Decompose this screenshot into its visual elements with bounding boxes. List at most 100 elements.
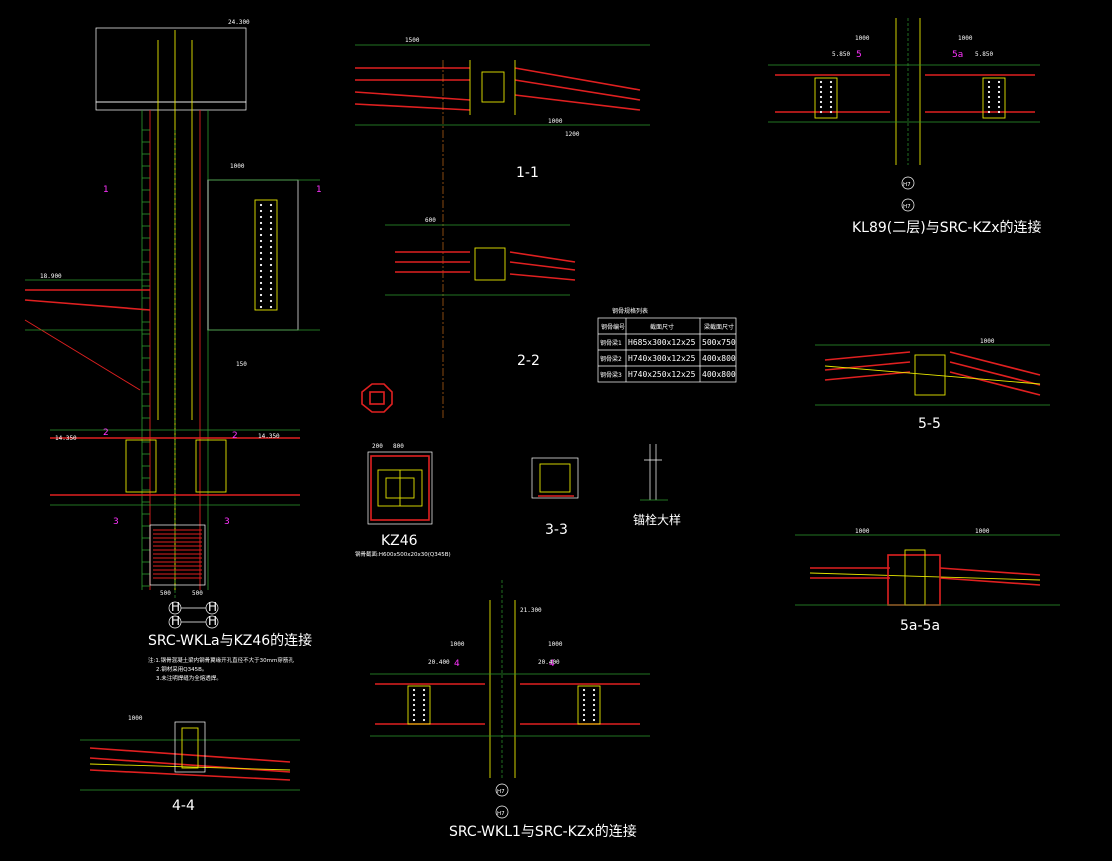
- bolt-hole: [259, 257, 263, 261]
- bolt-hole: [259, 251, 263, 255]
- bolt-hole: [987, 95, 991, 99]
- bolt-hole: [997, 95, 1001, 99]
- bolt-hole: [269, 251, 273, 255]
- bolt-hole: [987, 85, 991, 89]
- kl89-level-left: 5.850: [832, 51, 850, 58]
- bolt-hole: [829, 100, 833, 104]
- dim-4-4-1000: 1000: [128, 715, 143, 722]
- bolt-hole: [987, 90, 991, 94]
- bolt-hole: [422, 698, 426, 702]
- dim-2-2-600: 600: [425, 217, 436, 224]
- kz46-dim-800: 800: [393, 443, 404, 450]
- bolt-hole: [987, 100, 991, 104]
- bolt-hole: [412, 703, 416, 707]
- steel-table-r1c1: H740x300x12x25: [628, 354, 696, 363]
- section-mark-1-left: 1: [103, 185, 109, 195]
- bolt-hole: [582, 698, 586, 702]
- section-5a-5a: 1000 1000 5a-5a: [795, 528, 1060, 634]
- sec5-dim-1000: 1000: [980, 338, 995, 345]
- wkl1-section-mark-4-r: 4: [549, 659, 555, 669]
- wkl1-detail: 4 4 21.300 20.400 20.400 1000 1000 H7 H7…: [370, 580, 650, 840]
- column-stirrups: [142, 129, 150, 587]
- bolt-hole: [592, 708, 596, 712]
- bolt-hole: [269, 287, 273, 291]
- bolt-hole: [412, 708, 416, 712]
- bolt-hole: [592, 693, 596, 697]
- bolt-plates-wkl1: [412, 688, 596, 722]
- section-3-3: 3-3: [531, 457, 579, 538]
- bolt-hole: [997, 90, 1001, 94]
- kz46-section: 200 800 KZ46 钢骨截面:H600x500x20x30(Q345B): [355, 383, 451, 558]
- title-wkl1: SRC-WKL1与SRC-KZx的连接: [449, 823, 637, 840]
- bolt-hole: [422, 693, 426, 697]
- bolt-hole: [269, 269, 273, 273]
- bolt-hole: [829, 105, 833, 109]
- steel-table-r2c0: 钢骨梁3: [600, 371, 622, 379]
- bolt-hole: [259, 209, 263, 213]
- bolt-plate-left: [259, 203, 273, 309]
- title-1-1: 1-1: [516, 165, 539, 181]
- steel-table-r1c0: 钢骨梁2: [600, 355, 622, 363]
- bolt-hole: [987, 110, 991, 114]
- bolt-hole: [592, 718, 596, 722]
- dim-1-1-1500: 1500: [405, 37, 420, 44]
- bolt-hole: [829, 85, 833, 89]
- bolt-hole: [997, 105, 1001, 109]
- bolt-hole: [829, 95, 833, 99]
- title-2-2: 2-2: [517, 353, 540, 369]
- bolt-hole: [592, 703, 596, 707]
- bolt-hole: [582, 693, 586, 697]
- steel-table-h1: 截面尺寸: [650, 323, 674, 331]
- bolt-hole: [592, 688, 596, 692]
- section-1-1: 1500 1000 1200 1-1: [354, 37, 650, 420]
- title-5a-5a: 5a-5a: [900, 618, 940, 634]
- bolt-hole: [259, 287, 263, 291]
- bolt-hole: [997, 85, 1001, 89]
- bolt-hole: [592, 713, 596, 717]
- steel-table-r1c2: 400x800: [702, 354, 736, 363]
- bolt-hole: [997, 110, 1001, 114]
- kl89-dim-1000-r: 1000: [958, 35, 973, 42]
- bolt-hole: [987, 80, 991, 84]
- steel-spec-table: 钢骨规格列表 钢骨编号 截面尺寸 梁截面尺寸 钢骨梁1 H685x300x12x…: [597, 307, 737, 383]
- steel-table-r2c1: H740x250x12x25: [628, 370, 696, 379]
- wkl1-level-20400-l: 20.400: [428, 659, 450, 666]
- wkl1-dim-1000-l: 1000: [450, 641, 465, 648]
- bolt-hole: [269, 281, 273, 285]
- bolt-hole: [259, 281, 263, 285]
- section-2-2: 600 2-2: [385, 217, 576, 369]
- axis-left-bottom-2: H: [208, 614, 217, 628]
- title-kz46: KZ46: [381, 533, 418, 549]
- kz46-steel-note: 钢骨截面:H600x500x20x30(Q345B): [355, 550, 451, 558]
- base-rebar-hatch: [153, 529, 202, 579]
- bolt-hole: [582, 688, 586, 692]
- section-mark-3-right: 3: [224, 517, 230, 527]
- dim-1-1-1000: 1000: [548, 118, 563, 125]
- kz46-dim-200: 200: [372, 443, 383, 450]
- wkl1-level-20400-r: 20.400: [538, 659, 560, 666]
- steel-table-r2c2: 400x800: [702, 370, 736, 379]
- level-18900: 18.900: [40, 273, 62, 280]
- bolt-hole: [819, 90, 823, 94]
- bolt-hole: [829, 80, 833, 84]
- bolt-hole: [412, 713, 416, 717]
- bolt-hole: [819, 110, 823, 114]
- bolt-hole: [259, 221, 263, 225]
- dim-150-left: 150: [236, 361, 247, 368]
- note-2: 2.钢材采用Q345B。: [156, 665, 207, 673]
- title-anchor-detail: 锚栓大样: [633, 512, 681, 527]
- bolt-hole: [269, 275, 273, 279]
- bolt-hole: [259, 299, 263, 303]
- kl89-section-mark-5: 5: [856, 50, 862, 60]
- bolt-hole: [259, 227, 263, 231]
- bolt-hole: [819, 95, 823, 99]
- bolt-hole: [259, 203, 263, 207]
- bolt-hole: [997, 100, 1001, 104]
- bolt-hole: [412, 688, 416, 692]
- dim-500-a: 500: [160, 590, 171, 597]
- steel-table-r0c0: 钢骨梁1: [600, 339, 622, 347]
- level-14350-right: 14.350: [258, 433, 280, 440]
- dim-1-1-1200: 1200: [565, 131, 580, 138]
- bolt-hole: [269, 233, 273, 237]
